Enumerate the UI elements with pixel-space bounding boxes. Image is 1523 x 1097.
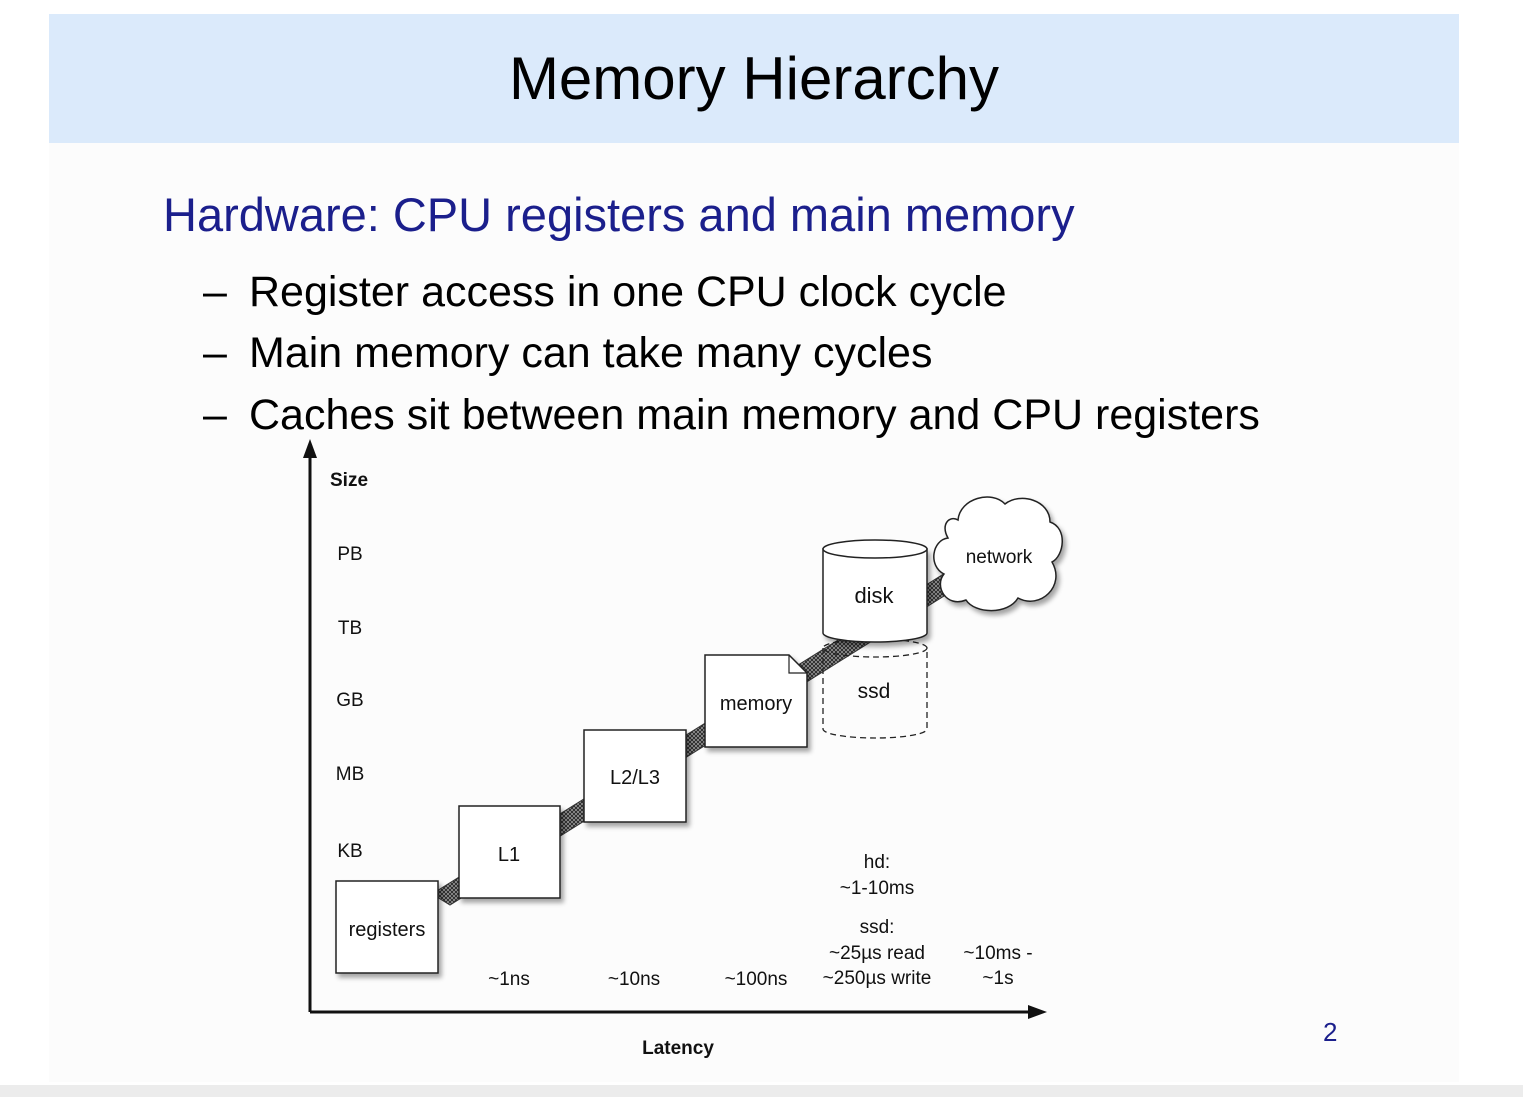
page-number: 2 (1323, 1017, 1338, 1047)
slide-heading: Hardware: CPU registers and main memory (163, 188, 1075, 241)
size-level-label: MB (336, 764, 365, 785)
bullet-item: –Main memory can take many cycles (203, 329, 932, 378)
slide: Memory Hierarchy Hardware: CPU registers… (49, 14, 1459, 1082)
network-label: network (966, 547, 1033, 568)
registers-label: registers (349, 919, 426, 941)
latency-label-l1: ~1ns (488, 969, 530, 990)
l1-label: L1 (498, 844, 520, 866)
latency-axis (310, 1005, 1047, 1019)
memory-label: memory (720, 693, 792, 715)
y-axis-label: Size (330, 470, 368, 491)
memory-node: memory (704, 654, 808, 748)
bullet-marker: – (203, 329, 227, 377)
size-axis (303, 439, 317, 1012)
bullet-text: Main memory can take many cycles (249, 329, 933, 377)
latency-label-hd-title: hd: (864, 852, 890, 873)
slide-title: Memory Hierarchy (508, 45, 1000, 112)
l2l3-cache-node: L2/L3 (583, 729, 687, 823)
latency-label-ssd-title: ssd: (860, 917, 895, 938)
size-level-label: KB (337, 841, 362, 862)
bullet-marker: – (203, 268, 227, 316)
latency-label-ssd-read: ~25µs read (829, 943, 925, 964)
title-band: Memory Hierarchy (49, 14, 1459, 143)
x-axis-label: Latency (642, 1038, 714, 1059)
latency-label-hd-value: ~1-10ms (840, 878, 914, 899)
size-level-label: TB (338, 618, 362, 639)
ssd-node: ssd (822, 638, 928, 739)
bullet-item: –Register access in one CPU clock cycle (203, 268, 1007, 317)
latency-label-network-line1: ~10ms - (963, 943, 1032, 964)
registers-node: registers (335, 880, 439, 974)
network-node: network (933, 496, 1063, 612)
bullet-marker: – (203, 391, 227, 439)
bullet-item: –Caches sit between main memory and CPU … (203, 391, 1260, 440)
latency-label-l2l3: ~10ns (608, 969, 660, 990)
l1-cache-node: L1 (458, 805, 561, 899)
bottom-bar (0, 1085, 1523, 1097)
size-level-label: GB (336, 690, 363, 711)
latency-label-memory: ~100ns (725, 969, 788, 990)
size-level-label: PB (337, 544, 362, 565)
disk-label: disk (854, 583, 894, 608)
l2l3-label: L2/L3 (610, 767, 660, 789)
bullet-text: Register access in one CPU clock cycle (249, 268, 1007, 316)
disk-node: disk (822, 539, 928, 643)
bullet-text: Caches sit between main memory and CPU r… (249, 391, 1260, 439)
latency-label-ssd-write: ~250µs write (823, 968, 932, 989)
ssd-label: ssd (858, 680, 891, 703)
latency-label-network-line2: ~1s (982, 968, 1013, 989)
